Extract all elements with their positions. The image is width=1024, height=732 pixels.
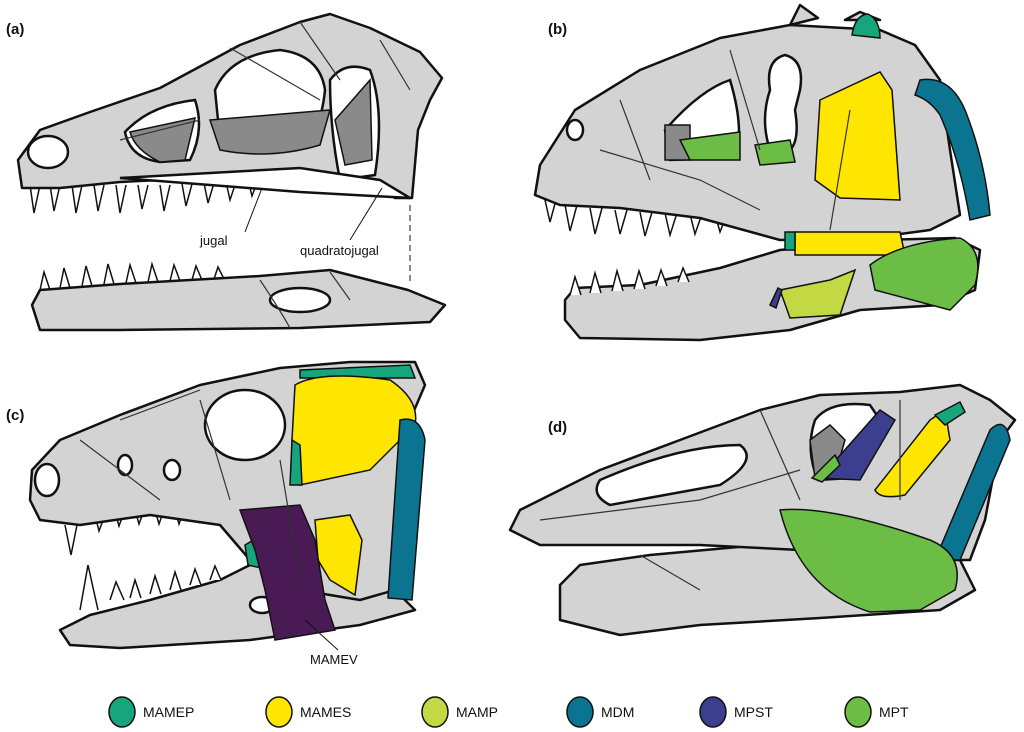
panel-b-lower-teeth bbox=[569, 265, 690, 296]
panel-a-lower-teeth bbox=[39, 261, 225, 291]
panel-a-shadow bbox=[208, 109, 332, 155]
legend-label: MAMES bbox=[300, 704, 351, 720]
panel-d-mdm bbox=[933, 423, 1011, 561]
panel-b-mames bbox=[814, 71, 901, 201]
jugal-leader bbox=[244, 187, 263, 233]
mpst-swatch bbox=[699, 696, 727, 728]
panel-c-mdm bbox=[387, 418, 426, 601]
legend-label: MAMP bbox=[456, 704, 498, 720]
panel-c: (c) MAMEV bbox=[6, 360, 427, 667]
panel-c-mamep-top bbox=[299, 364, 417, 379]
panel-a-lt-shadow bbox=[334, 78, 373, 166]
panel-c-mamev bbox=[238, 504, 336, 641]
legend-label: MPST bbox=[734, 704, 773, 720]
panel-b-mpt bbox=[869, 237, 979, 311]
panel-d-mpt-upper bbox=[810, 453, 841, 483]
legend-item-mames: MAMES bbox=[265, 696, 351, 728]
panel-a-jaw-gap bbox=[119, 166, 411, 200]
mamep-swatch bbox=[108, 696, 136, 728]
panel-d-antorbital bbox=[595, 443, 748, 507]
panel-a: (a) jugal quadratojugal bbox=[6, 12, 447, 332]
legend-label: MDM bbox=[601, 704, 634, 720]
panel-d-cranium bbox=[508, 383, 1017, 562]
panel-d-label: (d) bbox=[548, 419, 567, 436]
quadratojugal-leader bbox=[349, 187, 383, 241]
panel-d-mpt bbox=[779, 508, 958, 613]
mamev-label: MAMEV bbox=[310, 652, 358, 667]
panel-a-sutures bbox=[119, 21, 411, 141]
mamp-swatch bbox=[421, 696, 449, 728]
legend-label: MPT bbox=[879, 704, 909, 720]
mdm-swatch bbox=[566, 696, 594, 728]
panel-d-mamep bbox=[933, 400, 966, 426]
legend-label: MAMEP bbox=[143, 704, 194, 720]
quadratojugal-label: quadratojugal bbox=[300, 243, 379, 258]
mames-swatch bbox=[265, 696, 293, 728]
panel-d: (d) bbox=[508, 383, 1017, 637]
panel-b-orbit bbox=[763, 53, 803, 152]
legend-item-mamp: MAMP bbox=[421, 696, 498, 728]
mamev-leader bbox=[304, 619, 339, 651]
panel-b-mamp bbox=[779, 268, 857, 319]
legend-item-mpst: MPST bbox=[699, 696, 773, 728]
panel-b: (b) bbox=[533, 3, 991, 342]
legend-item-mamep: MAMEP bbox=[108, 696, 194, 728]
panel-c-naris bbox=[33, 462, 61, 498]
jugal-label: jugal bbox=[199, 233, 228, 248]
panel-c-foramen bbox=[116, 453, 134, 477]
panel-b-mamep bbox=[851, 13, 881, 39]
panel-b-teeth bbox=[544, 199, 728, 238]
legend: MAMEP MAMES MAMP MDM MPST MPT bbox=[108, 696, 909, 728]
panel-b-mames-lower bbox=[794, 231, 906, 256]
panel-b-label: (b) bbox=[548, 21, 567, 38]
panel-c-label: (c) bbox=[6, 407, 24, 424]
panel-c-mamep bbox=[289, 438, 303, 486]
panel-a-naris bbox=[26, 134, 70, 170]
panel-b-mamep-lower bbox=[784, 231, 796, 251]
panel-a-teeth bbox=[29, 179, 259, 214]
panel-a-mandible bbox=[30, 268, 447, 332]
panel-a-mandibular-fenestra bbox=[268, 286, 332, 314]
panel-b-mpt-upper bbox=[678, 131, 796, 166]
mpt-swatch bbox=[844, 696, 872, 728]
legend-item-mpt: MPT bbox=[844, 696, 909, 728]
panel-b-mdm bbox=[914, 78, 991, 221]
legend-item-mdm: MDM bbox=[566, 696, 634, 728]
panel-b-naris bbox=[565, 118, 585, 142]
panel-a-label: (a) bbox=[6, 21, 24, 38]
panel-c-antorbital bbox=[162, 458, 182, 482]
panel-c-orbit bbox=[203, 388, 287, 462]
panel-b-cranium bbox=[533, 23, 962, 242]
panel-b-mpst bbox=[769, 286, 783, 310]
panel-c-lower-teeth bbox=[79, 563, 222, 611]
